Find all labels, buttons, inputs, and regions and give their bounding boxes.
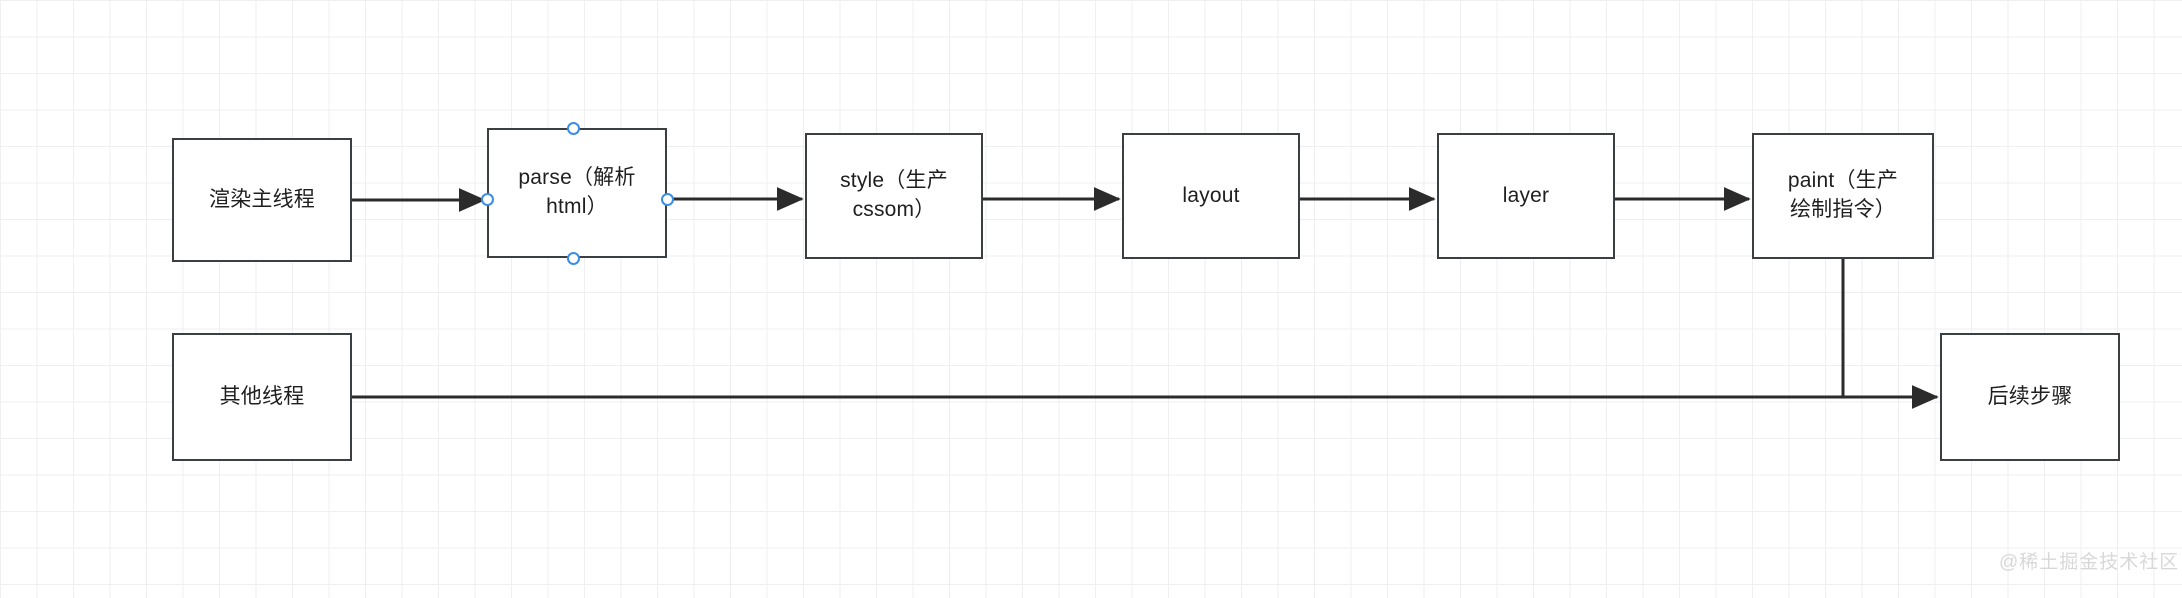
node-parse[interactable]: parse（解析 html） bbox=[487, 128, 667, 258]
node-paint[interactable]: paint（生产 绘制指令） bbox=[1752, 133, 1934, 259]
node-other-thread[interactable]: 其他线程 bbox=[172, 333, 352, 461]
node-label-layout: layout bbox=[1182, 183, 1240, 207]
node-render-main-thread[interactable]: 渲染主线程 bbox=[172, 138, 352, 262]
node-style[interactable]: style（生产 cssom） bbox=[805, 133, 983, 259]
node-next-steps[interactable]: 后续步骤 bbox=[1940, 333, 2120, 461]
selection-handle-right[interactable] bbox=[660, 192, 674, 206]
watermark: @稀土掘金技术社区 bbox=[1999, 552, 2180, 573]
node-label-paint: paint（生产 绘制指令） bbox=[1787, 169, 1899, 221]
node-layer[interactable]: layer bbox=[1437, 133, 1615, 259]
node-label-render-main-thread: 渲染主线程 bbox=[209, 187, 315, 211]
node-label-next-steps: 后续步骤 bbox=[1987, 384, 2073, 408]
node-label-layer: layer bbox=[1502, 183, 1550, 207]
selection-handle-bottom[interactable] bbox=[566, 251, 580, 265]
node-layout[interactable]: layout bbox=[1122, 133, 1300, 259]
node-label-other-thread: 其他线程 bbox=[219, 384, 305, 408]
selection-handle-left[interactable] bbox=[480, 192, 494, 206]
node-label-parse: parse（解析 html） bbox=[518, 166, 636, 218]
selection-handle-top[interactable] bbox=[566, 121, 580, 135]
node-label-style: style（生产 cssom） bbox=[840, 169, 948, 221]
